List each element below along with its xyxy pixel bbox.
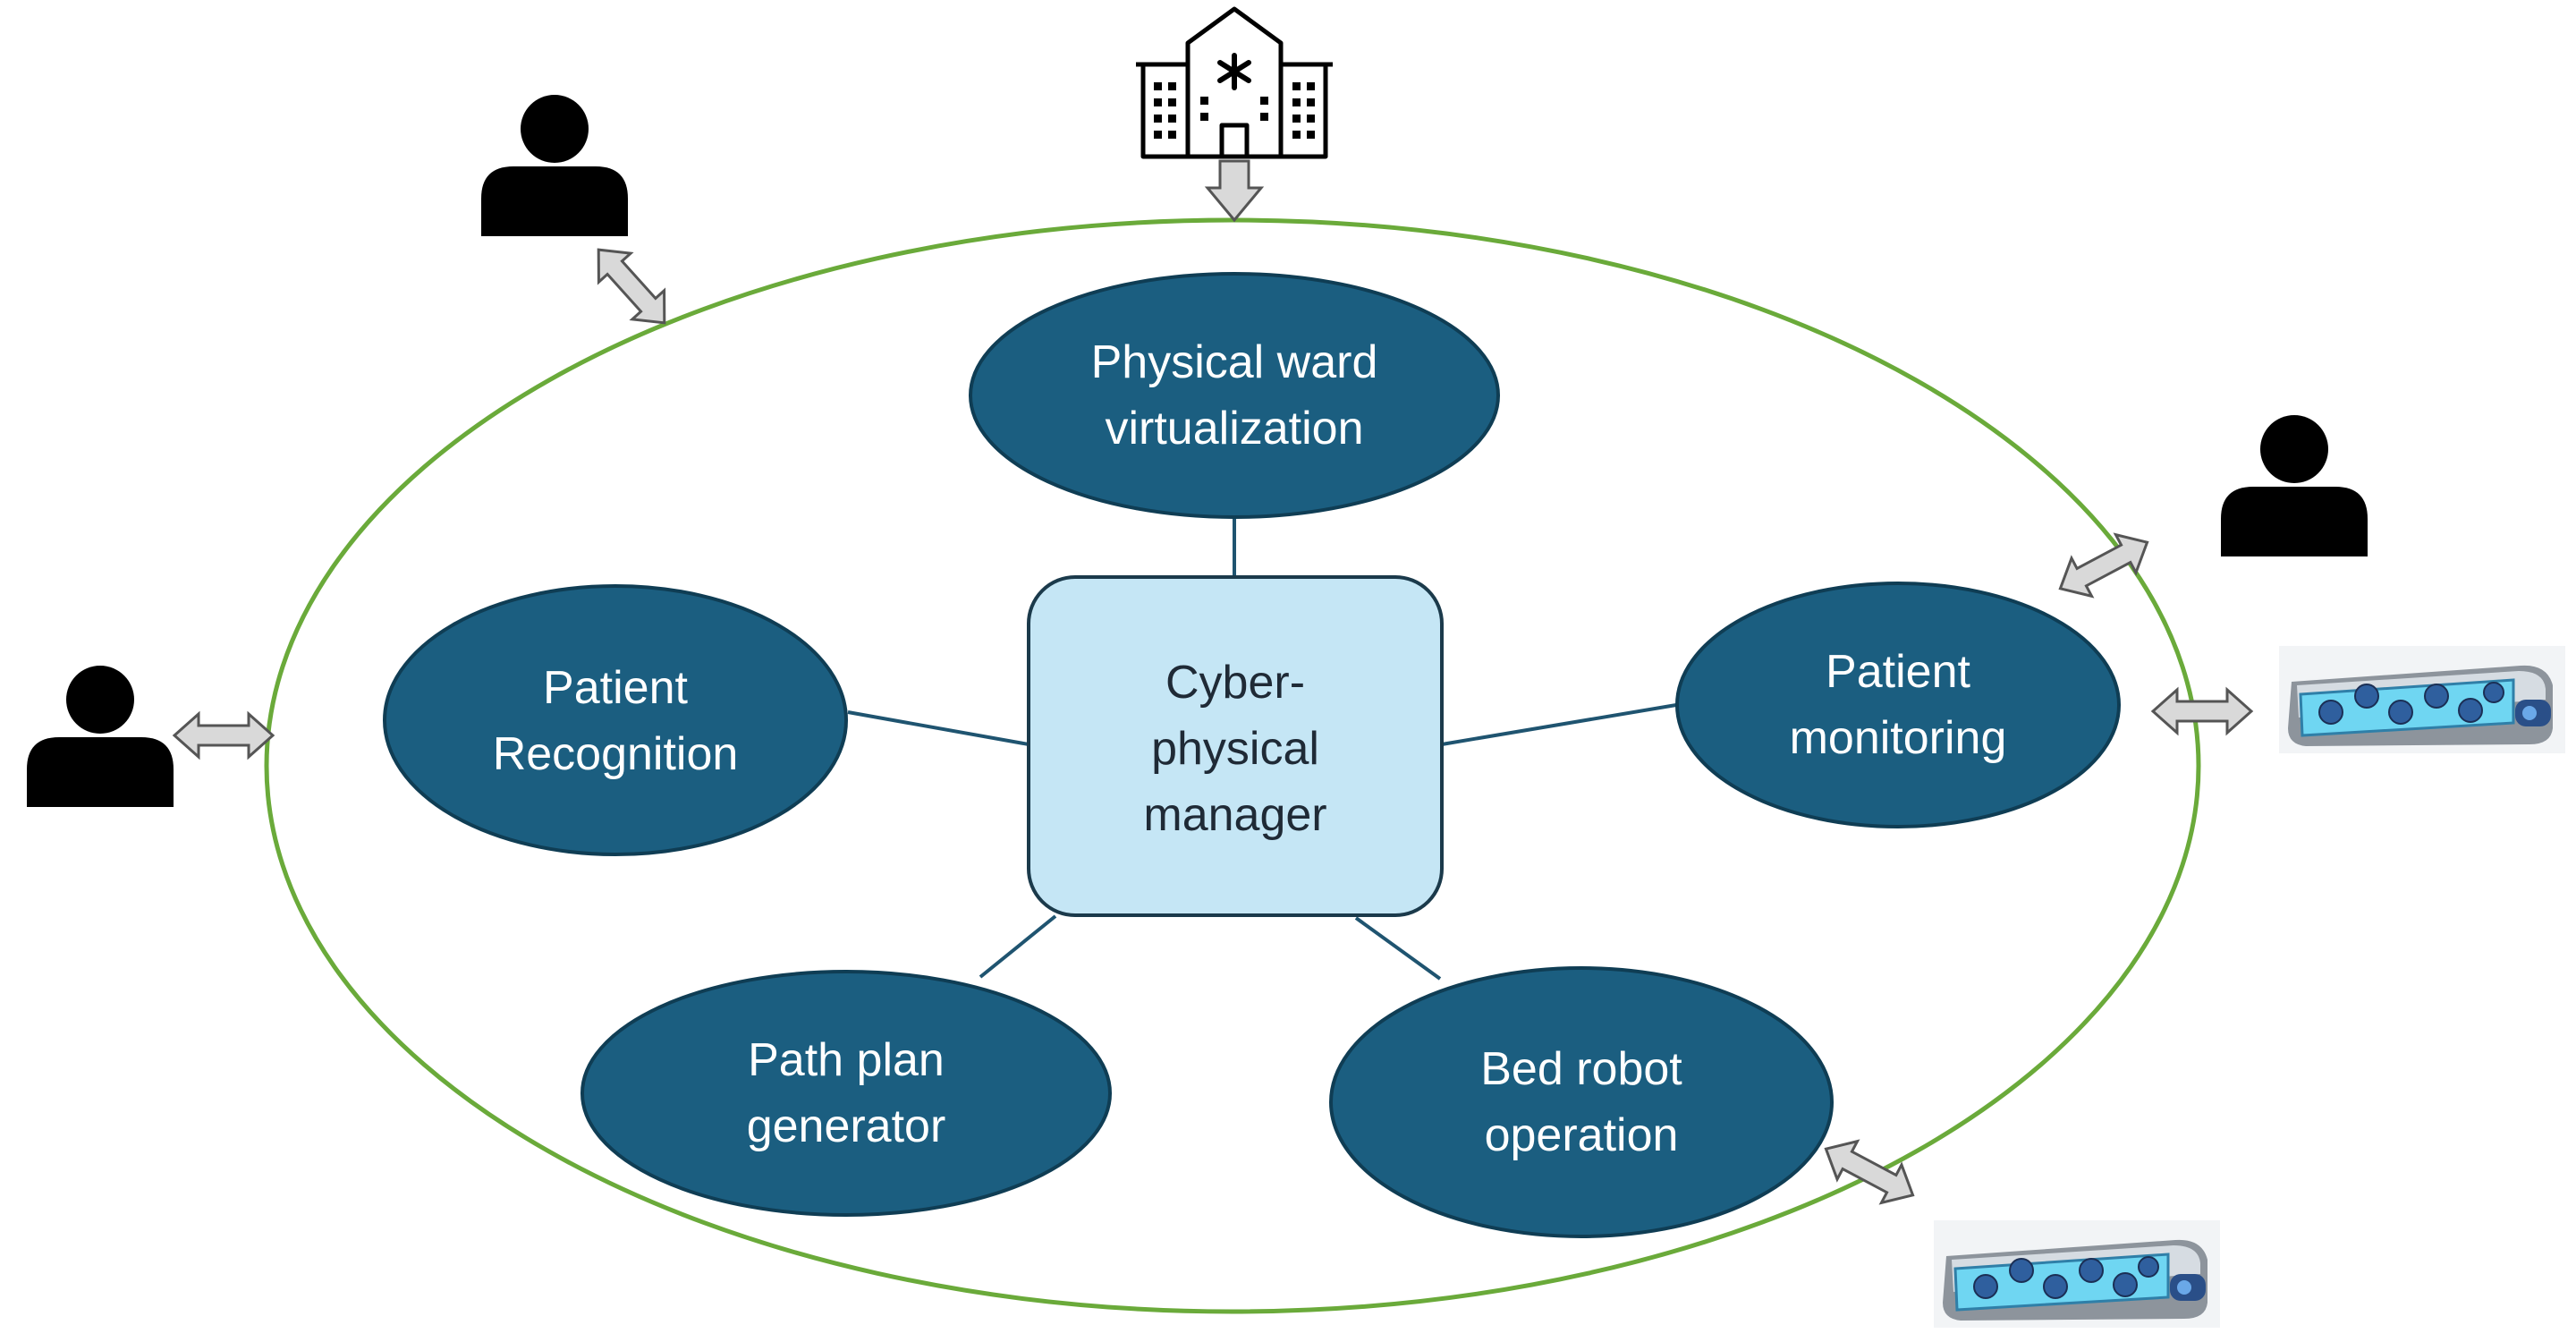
ward-label-line-1: Physical ward <box>1091 336 1378 388</box>
hospital-icon <box>1136 6 1333 159</box>
node-bed-robot-operation: Bed robot operation <box>1329 966 1834 1238</box>
connector-bed-robot <box>1354 916 1442 981</box>
bed-robot-label-line-1: Bed robot <box>1480 1043 1682 1095</box>
recognition-label-line-2: Recognition <box>493 728 739 780</box>
path-plan-label-line-1: Path plan <box>748 1034 945 1086</box>
down-arrow-icon <box>1204 159 1265 223</box>
node-physical-ward-virtualization: Physical ward virtualization <box>969 272 1500 519</box>
center-label-line-3: manager <box>1143 789 1326 841</box>
bed-robot-label-line-2: operation <box>1485 1109 1679 1161</box>
ward-label-line-2: virtualization <box>1105 403 1363 454</box>
double-arrow-icon-left <box>173 712 275 759</box>
double-arrow-icon-top-left <box>580 234 682 339</box>
connector-recognition <box>847 710 1030 746</box>
double-arrow-icon-right <box>2151 688 2253 735</box>
monitoring-label-line-1: Patient <box>1826 646 1970 698</box>
recognition-label-line-1: Patient <box>543 662 688 714</box>
double-arrow-icon-bottom-right <box>1814 1128 1925 1216</box>
node-patient-monitoring: Patient monitoring <box>1675 582 2121 828</box>
person-icon-top-left <box>481 95 628 236</box>
bed-robot-icon-bottom <box>1932 1219 2222 1329</box>
center-label-line-1: Cyber- <box>1165 657 1305 709</box>
cyber-physical-manager: Cyber- physical manager <box>1027 575 1444 917</box>
system-boundary <box>264 217 2201 1314</box>
path-plan-label-line-2: generator <box>747 1100 946 1152</box>
double-arrow-icon-right-upper <box>2048 522 2159 609</box>
connector-path-plan <box>979 914 1057 979</box>
node-path-plan-generator: Path plan generator <box>580 970 1112 1217</box>
person-icon-left <box>27 666 174 807</box>
bed-robot-icon-right <box>2277 644 2567 755</box>
person-icon-right <box>2221 415 2368 556</box>
connector-monitoring <box>1441 703 1677 746</box>
connectors <box>847 517 1677 981</box>
node-patient-recognition: Patient Recognition <box>383 584 848 856</box>
monitoring-label-line-2: monitoring <box>1790 712 2007 764</box>
center-label-line-2: physical <box>1151 723 1319 775</box>
